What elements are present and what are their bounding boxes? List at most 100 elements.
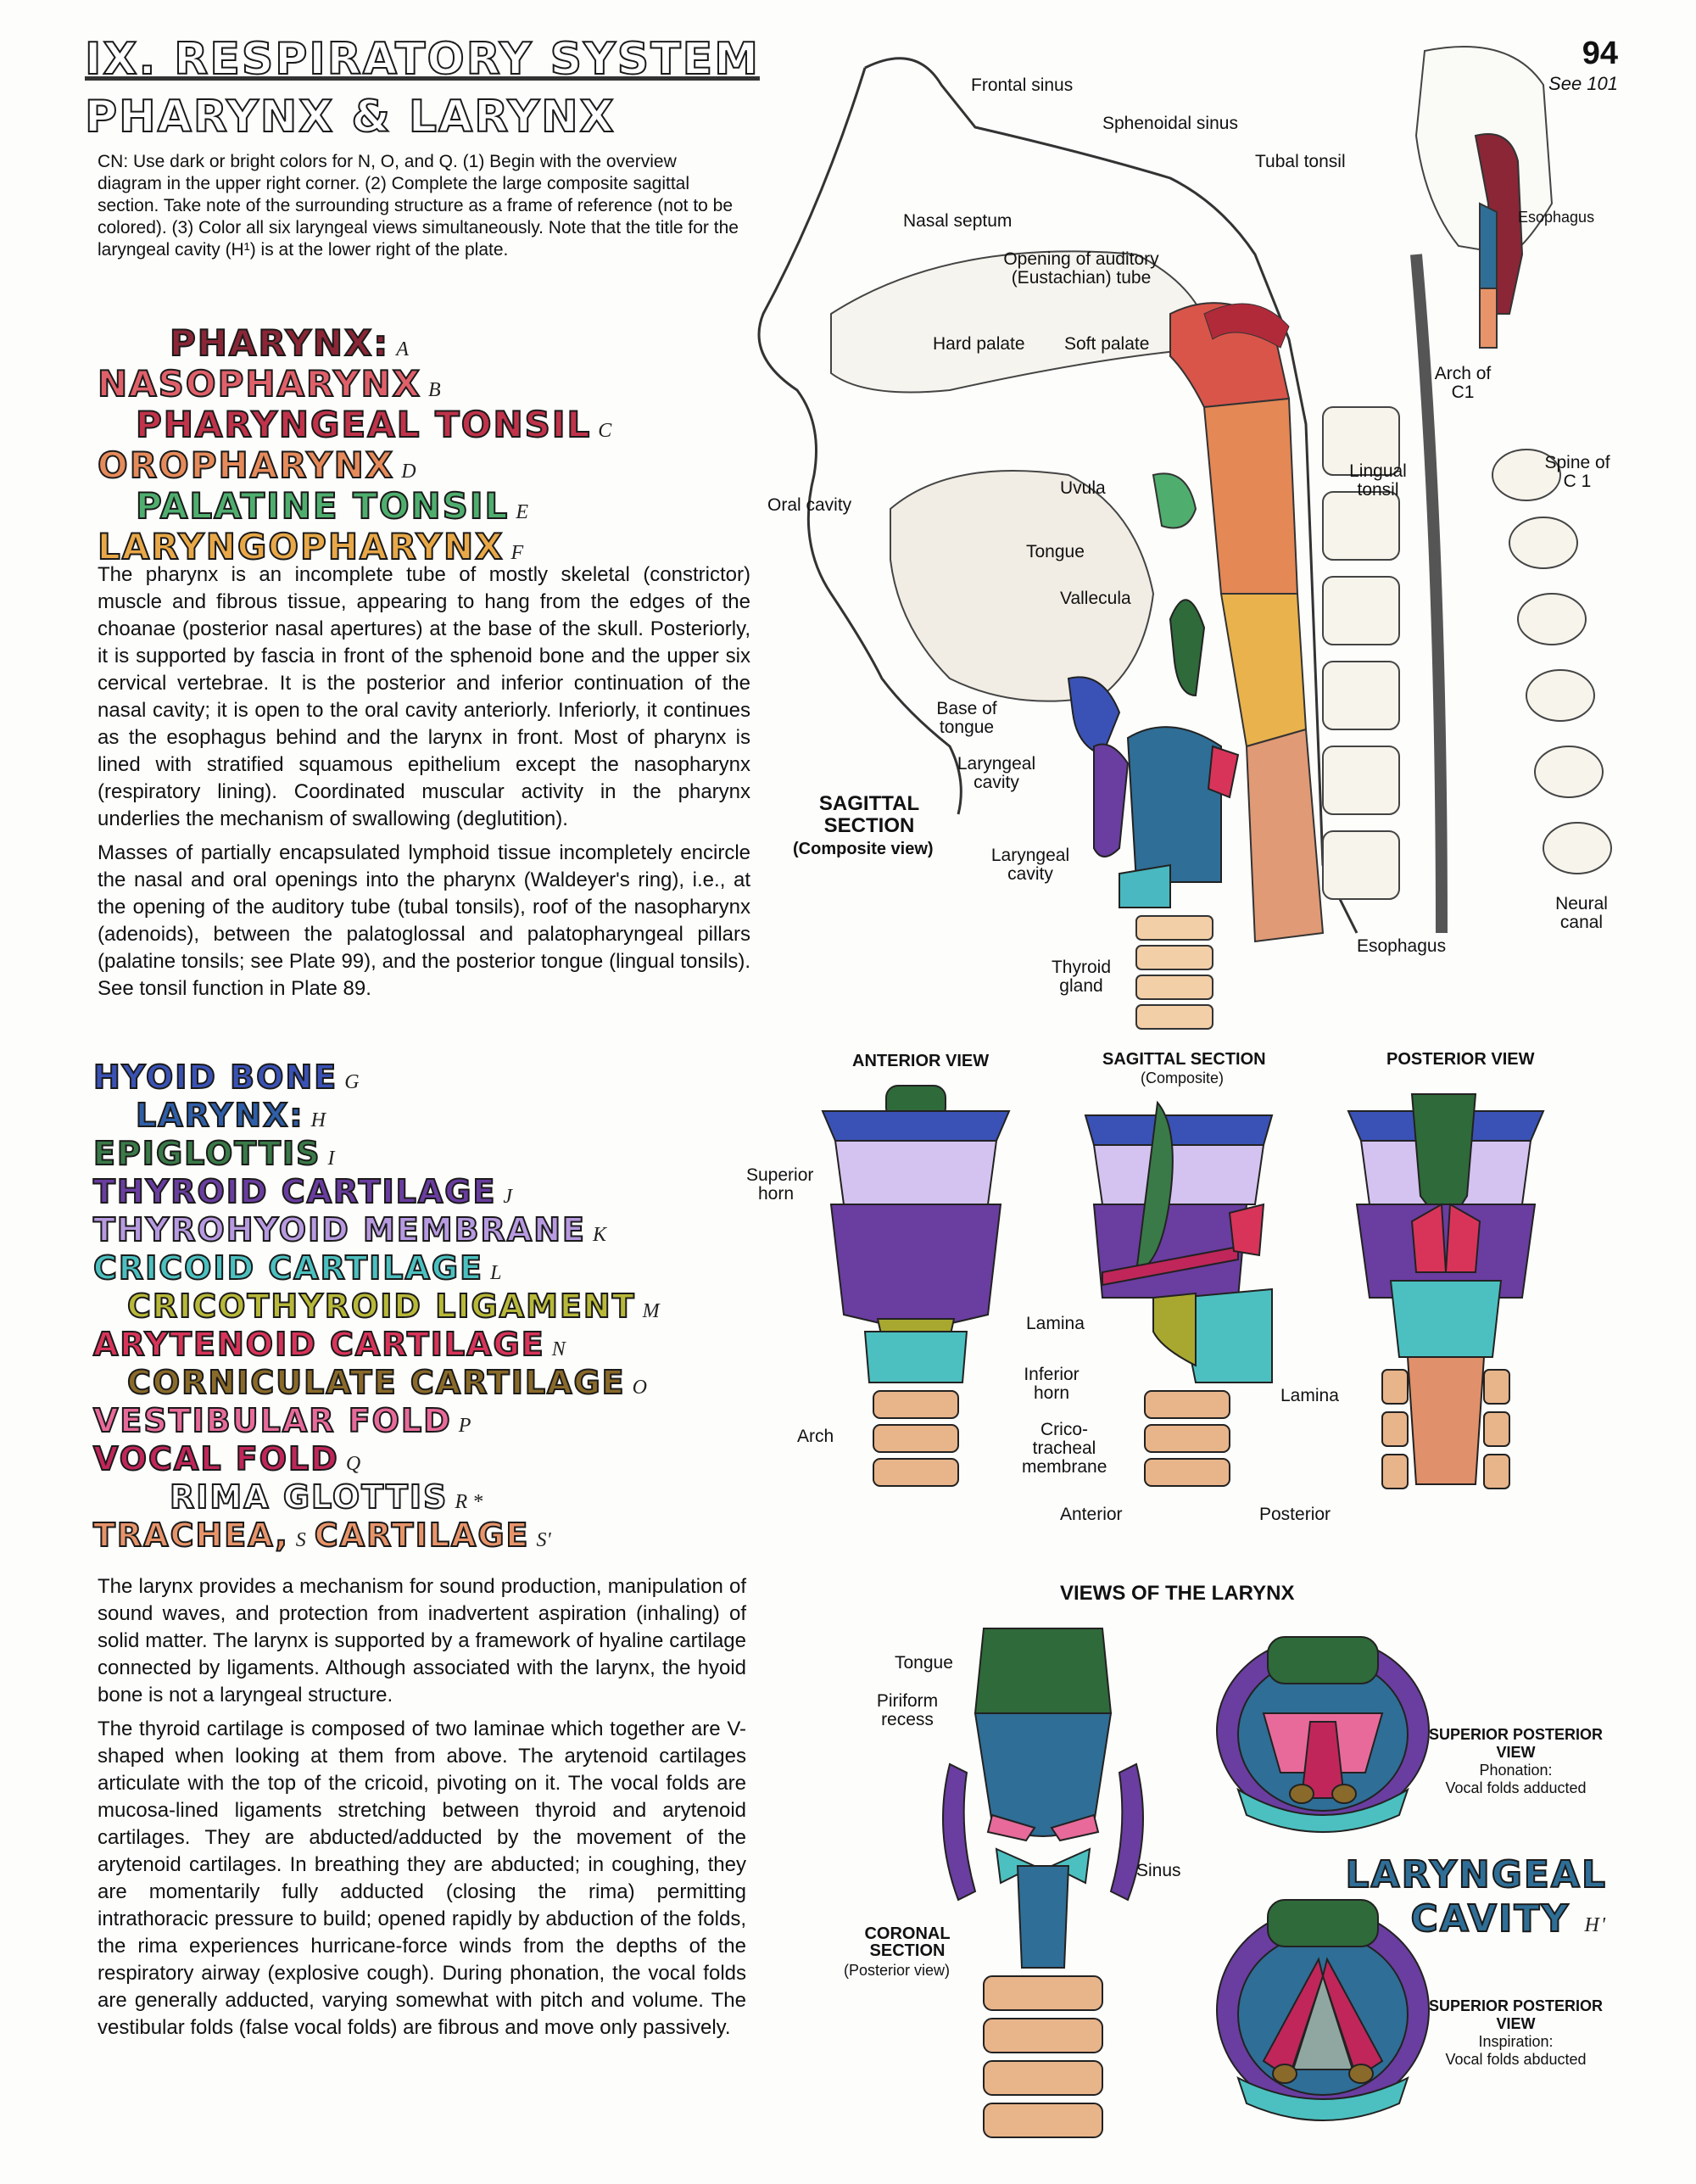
coronal-section bbox=[942, 1628, 1144, 2138]
term-name: LARYNX: bbox=[135, 1096, 304, 1135]
term-name: VESTIBULAR FOLD bbox=[92, 1401, 452, 1440]
trachea-rings bbox=[1135, 915, 1213, 1030]
term-letter: F bbox=[510, 542, 524, 564]
laryngeal-cavity-letter: H' bbox=[1584, 1914, 1607, 1936]
plate-title: PHARYNX & LARYNX bbox=[84, 91, 616, 143]
term-name: PALATINE TONSIL bbox=[135, 484, 510, 528]
trachea-ring bbox=[1144, 1458, 1230, 1487]
laryngeal-cavity-title: LARYNGEAL CAVITY H' bbox=[1319, 1852, 1607, 1947]
label-oral-cavity: Oral cavity bbox=[767, 495, 852, 515]
trachea-ring bbox=[1381, 1411, 1409, 1447]
coloring-instructions: CN: Use dark or bright colors for N, O, … bbox=[98, 152, 739, 260]
laryngopharynx-region bbox=[1219, 593, 1308, 748]
larynx-description: The larynx provides a mechanism for soun… bbox=[98, 1573, 746, 2048]
vertebra bbox=[1322, 830, 1400, 900]
larynx-paragraph-1: The larynx provides a mechanism for soun… bbox=[98, 1575, 746, 1706]
thyroid-left bbox=[942, 1762, 977, 1902]
trachea-ring bbox=[1135, 1004, 1213, 1030]
caption-title: SUPERIOR POSTERIOR VIEW bbox=[1428, 1997, 1604, 2032]
superior-view-phonation-caption: SUPERIOR POSTERIOR VIEW Phonation: Vocal… bbox=[1425, 1726, 1607, 1797]
face-outline bbox=[757, 67, 962, 815]
vertebra bbox=[1322, 406, 1400, 476]
trachea-ring bbox=[1483, 1369, 1510, 1405]
label-piriform-recess: Piriform recess bbox=[876, 1691, 939, 1729]
term-letter: R * bbox=[455, 1491, 483, 1513]
term-name: CRICOID CARTILAGE bbox=[92, 1248, 484, 1287]
label-uvula: Uvula bbox=[1060, 478, 1106, 498]
term-letter: D bbox=[401, 461, 416, 483]
term-letter: L bbox=[490, 1262, 502, 1284]
cervical-vertebrae bbox=[1322, 406, 1400, 900]
label-hard-palate: Hard palate bbox=[933, 334, 1025, 354]
trachea-ring bbox=[1135, 945, 1213, 970]
spinal-cord bbox=[1410, 254, 1448, 934]
spinous-process bbox=[1509, 517, 1578, 569]
spinous-process bbox=[1543, 822, 1612, 874]
caption-description: Vocal folds abducted bbox=[1445, 2051, 1587, 2068]
label-overview-esophagus: Esophagus bbox=[1518, 209, 1595, 226]
spinous-process bbox=[1534, 746, 1604, 798]
vertebra bbox=[1322, 576, 1400, 645]
trachea-ring bbox=[1135, 915, 1213, 941]
page-number: 94 bbox=[1582, 36, 1618, 71]
posterior-view bbox=[1347, 1093, 1545, 1489]
esophagus-shape bbox=[1245, 728, 1325, 943]
epiglottis bbox=[1267, 1636, 1379, 1684]
arytenoid-shape bbox=[1207, 745, 1240, 799]
plate-section-title: IX. RESPIRATORY SYSTEM bbox=[84, 33, 760, 86]
term-name: CARTILAGE bbox=[314, 1516, 530, 1555]
vestibular-fold bbox=[986, 1813, 1036, 1842]
label-neural-canal: Neural canal bbox=[1555, 894, 1608, 932]
laryngeal-cavity-title-text: LARYNGEAL CAVITY bbox=[1344, 1852, 1607, 1941]
sagittal-view-subheading: (Composite) bbox=[1141, 1070, 1225, 1086]
label-sinus: Sinus bbox=[1136, 1861, 1181, 1880]
epiglottis-shape bbox=[1169, 599, 1206, 697]
caption-state: Phonation: bbox=[1479, 1762, 1553, 1779]
term-letter: S' bbox=[536, 1529, 551, 1551]
term-thyrohyoid-membrane: THYROHYOID MEMBRANE K bbox=[92, 1210, 606, 1249]
superior-view-phonation bbox=[1216, 1636, 1430, 1833]
label-vallecula: Vallecula bbox=[1060, 589, 1131, 608]
label-superior-horn: Superior horn bbox=[746, 1165, 814, 1204]
label-esophagus: Esophagus bbox=[1357, 936, 1447, 956]
cricoid-cartilage bbox=[863, 1331, 968, 1383]
label-inferior-horn: Inferior horn bbox=[1024, 1365, 1080, 1403]
label-lamina: Lamina bbox=[1026, 1314, 1085, 1333]
term-larynx: LARYNX:H bbox=[135, 1096, 326, 1135]
see-reference: See 101 bbox=[1548, 73, 1618, 94]
term-letter: I bbox=[327, 1148, 335, 1170]
anterior-view bbox=[821, 1085, 1011, 1487]
term-name: PHARYNX: bbox=[169, 321, 390, 365]
term-letter: Q bbox=[345, 1453, 361, 1475]
epiglottis bbox=[1267, 1899, 1379, 1947]
overview-pharynx bbox=[1474, 133, 1524, 315]
term-name: OROPHARYNX bbox=[97, 444, 395, 487]
palatine-tonsil-region bbox=[1152, 472, 1197, 529]
corniculate bbox=[1289, 1784, 1314, 1804]
term-name: LARYNGOPHARYNX bbox=[97, 525, 505, 568]
term-name: THYROHYOID MEMBRANE bbox=[92, 1210, 586, 1249]
term-name: CRICOTHYROID LIGAMENT bbox=[126, 1287, 636, 1326]
term-letter: E bbox=[516, 501, 528, 523]
spinous-process bbox=[1526, 669, 1595, 722]
trachea-ring bbox=[873, 1390, 959, 1419]
label-lamina-sagittal: Lamina bbox=[1280, 1386, 1339, 1405]
label-coronal-tongue: Tongue bbox=[895, 1653, 953, 1673]
trachea-ring bbox=[1144, 1424, 1230, 1453]
label-crico-tracheal-membrane: Crico-tracheal membrane bbox=[1022, 1420, 1107, 1477]
superior-view-inspiration-caption: SUPERIOR POSTERIOR VIEW Inspiration: Voc… bbox=[1425, 1997, 1607, 2069]
thyroid-cartilage bbox=[829, 1204, 1002, 1333]
term-letter: K bbox=[592, 1224, 606, 1246]
trachea-ring bbox=[1381, 1369, 1409, 1405]
trachea-ring bbox=[983, 2018, 1103, 2053]
caption-state: Inspiration: bbox=[1478, 2033, 1554, 2050]
cricoid-base bbox=[1236, 1787, 1409, 1833]
